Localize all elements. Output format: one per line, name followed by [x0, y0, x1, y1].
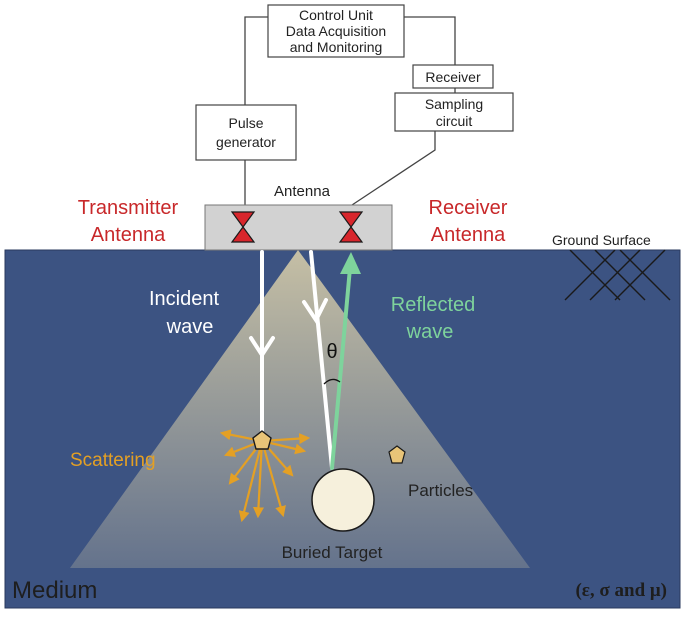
incident-wave-line-2: wave [166, 316, 214, 338]
transmitter-bowtie-icon [230, 211, 256, 243]
buried-target-label: Buried Target [282, 543, 383, 562]
antenna-label: Antenna [274, 183, 331, 200]
radiation-cone [70, 250, 530, 568]
sampling-circuit-line-2: circuit [436, 113, 473, 129]
angle-arc [323, 378, 341, 385]
ground-surface-hatch [564, 249, 671, 301]
control-unit-line-3: and Monitoring [290, 39, 383, 55]
buried-target [311, 468, 375, 532]
receiver-antenna-line-2: Antenna [431, 224, 506, 246]
particle-icon [388, 445, 406, 464]
transmitter-antenna-line-1: Transmitter [78, 197, 179, 219]
reflected-wave-line-1: Reflected [391, 294, 476, 316]
incident-wave-line-1: Incident [149, 288, 219, 310]
receiver-antenna-line-1: Receiver [429, 197, 508, 219]
pulse-generator-line-2: generator [216, 134, 276, 150]
transmitter-antenna-line-2: Antenna [91, 224, 166, 246]
receiver-box-label: Receiver [425, 69, 481, 85]
pulse-generator-box [195, 104, 297, 161]
incident-ray-to-target [302, 250, 334, 470]
medium-label: Medium [12, 577, 97, 604]
scatter-particle [252, 430, 272, 450]
control-unit-line-1: Control Unit [299, 7, 373, 23]
particles-label: Particles [408, 481, 473, 500]
sampling-circuit-box [394, 92, 514, 132]
receiver-box [412, 64, 494, 89]
scattering-label: Scattering [70, 450, 156, 471]
reflected-wave-line-2: wave [406, 321, 454, 343]
ground-surface-label: Ground Surface [552, 232, 651, 248]
receiver-bowtie-icon [338, 211, 364, 243]
control-unit-line-2: Data Acquisition [286, 23, 386, 39]
control-unit-box [267, 4, 405, 58]
sampling-circuit-line-1: Sampling [425, 96, 483, 112]
reflected-wave-arrow [330, 252, 361, 470]
theta-label: θ [326, 341, 337, 363]
pulse-generator-line-1: Pulse [228, 115, 263, 131]
medium-properties-label: (ε, σ and μ) [575, 580, 667, 601]
wiring [244, 16, 456, 206]
incident-wave-arrow [249, 250, 275, 432]
